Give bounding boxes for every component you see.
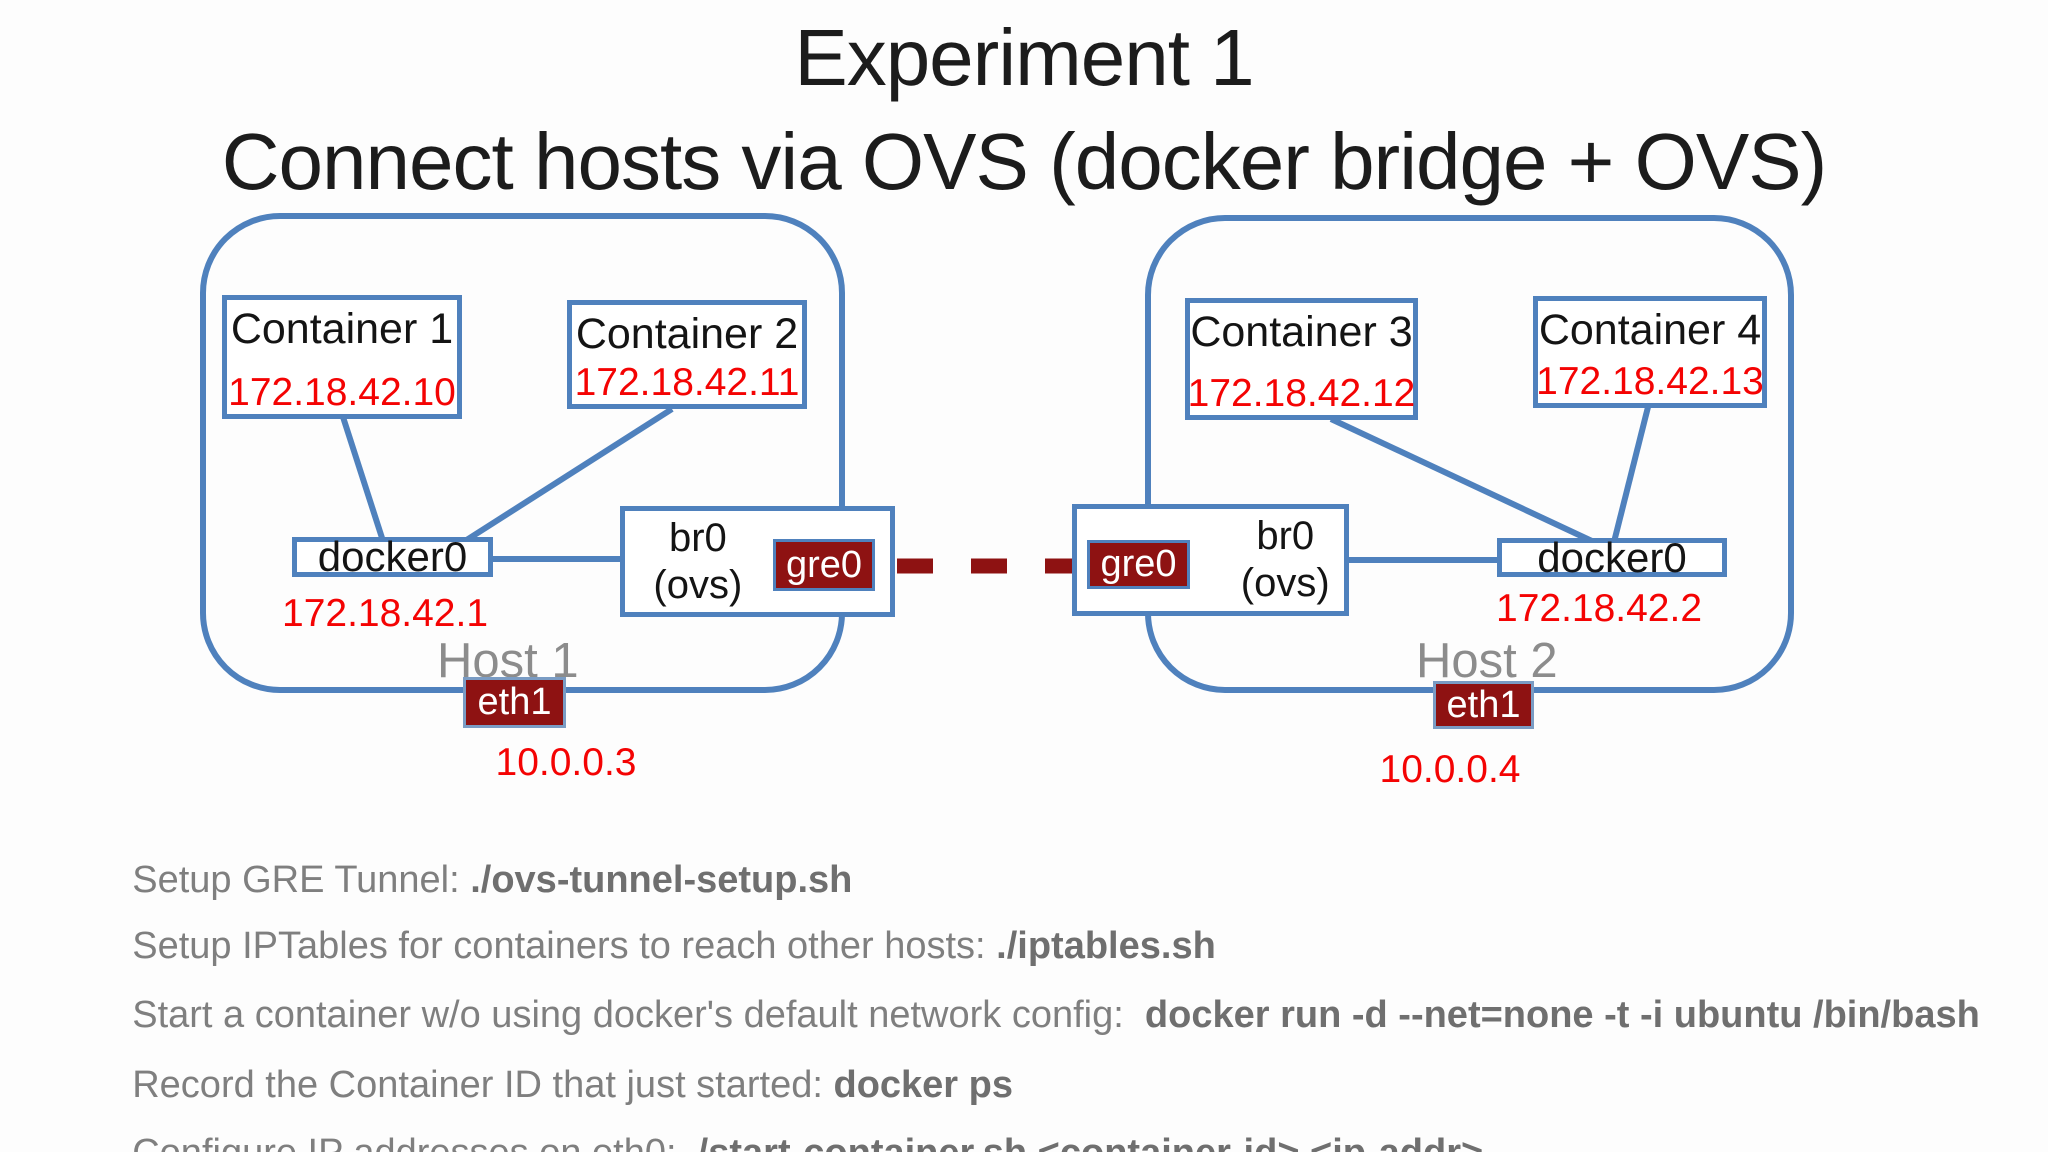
container4-ip: 172.18.42.13 — [1536, 360, 1764, 403]
instruction-command: ./iptables.sh — [996, 924, 1216, 967]
instruction-start-container: Start a container w/o using docker's def… — [90, 947, 1980, 1084]
eth1-ip-host1: 10.0.0.3 — [495, 741, 637, 784]
ovs-bridge-name-host1: br0 — [668, 515, 727, 560]
docker0-box-host2: docker0 — [1497, 533, 1727, 581]
container3-name: Container 3 — [1190, 308, 1413, 356]
gre0-port-host2: gre0 — [1087, 540, 1190, 589]
container2-ip: 172.18.42.11 — [574, 361, 800, 404]
container1-box: Container 1 172.18.42.10 — [222, 295, 462, 419]
container3-ip: 172.18.42.12 — [1187, 372, 1416, 415]
instruction-text: Setup IPTables for containers to reach o… — [132, 924, 997, 967]
title-line-1: Experiment 1 — [794, 13, 1254, 102]
ovs-bridge-box-host2: br0 (ovs) gre0 — [1072, 504, 1349, 616]
instruction-configure-ip: Configure IP addresses on eth0: ./start-… — [90, 1085, 1483, 1152]
instruction-command: docker run -d --net=none -t -i ubuntu /b… — [1144, 993, 1980, 1036]
instruction-text: Setup GRE Tunnel: — [132, 858, 471, 901]
eth1-nic-host2: eth1 — [1433, 681, 1534, 729]
eth1-nic-host1: eth1 — [463, 677, 566, 728]
instruction-iptables: Setup IPTables for containers to reach o… — [90, 878, 1216, 1015]
slide-title: Experiment 1 Connect hosts via OVS (dock… — [0, 6, 2048, 214]
instruction-text: Start a container w/o using docker's def… — [132, 993, 1145, 1036]
instruction-command: docker ps — [833, 1063, 1014, 1106]
gre0-port-host1: gre0 — [773, 539, 875, 591]
container1-ip: 172.18.42.10 — [228, 371, 456, 414]
ovs-bridge-name-host2: br0 — [1256, 513, 1315, 558]
link-container1-docker0 — [340, 416, 386, 542]
instruction-record-id: Record the Container ID that just starte… — [90, 1017, 1013, 1152]
docker0-name-host2: docker0 — [1537, 533, 1687, 581]
link-container4-docker0 — [1611, 406, 1651, 543]
docker0-ip-host1: 172.18.42.1 — [282, 592, 489, 635]
container1-name: Container 1 — [230, 305, 454, 353]
title-line-2: Connect hosts via OVS (docker bridge + O… — [221, 117, 1827, 206]
ovs-bridge-label-host2: br0 (ovs) — [1227, 513, 1344, 607]
container2-name: Container 2 — [575, 310, 799, 358]
container2-box: Container 2 172.18.42.11 — [567, 300, 807, 409]
instruction-command: ./ovs-tunnel-setup.sh — [470, 858, 853, 901]
instruction-gre-tunnel: Setup GRE Tunnel: ./ovs-tunnel-setup.sh — [90, 812, 852, 949]
docker0-name-host1: docker0 — [317, 533, 468, 580]
ovs-bridge-type-host1: (ovs) — [653, 562, 743, 607]
instruction-text: Configure IP addresses on eth0: — [132, 1132, 687, 1152]
container4-name: Container 4 — [1538, 306, 1762, 354]
instruction-text: Record the Container ID that just starte… — [132, 1063, 834, 1106]
docker0-ip-host2: 172.18.42.2 — [1496, 587, 1703, 630]
docker0-box-host1: docker0 — [292, 533, 493, 580]
ovs-bridge-type-host2: (ovs) — [1240, 561, 1330, 605]
instruction-command: ./start-container.sh <container-id> <ip-… — [687, 1132, 1483, 1152]
ovs-bridge-label-host1: br0 (ovs) — [625, 514, 771, 608]
eth1-ip-host2: 10.0.0.4 — [1379, 748, 1521, 791]
link-container2-docker0 — [463, 406, 674, 544]
container3-box: Container 3 172.18.42.12 — [1185, 298, 1418, 420]
host2-label: Host 2 — [1416, 634, 1558, 688]
container4-box: Container 4 172.18.42.13 — [1533, 296, 1767, 408]
ovs-bridge-box-host1: br0 (ovs) gre0 — [620, 506, 895, 617]
link-container3-docker0 — [1329, 416, 1596, 545]
